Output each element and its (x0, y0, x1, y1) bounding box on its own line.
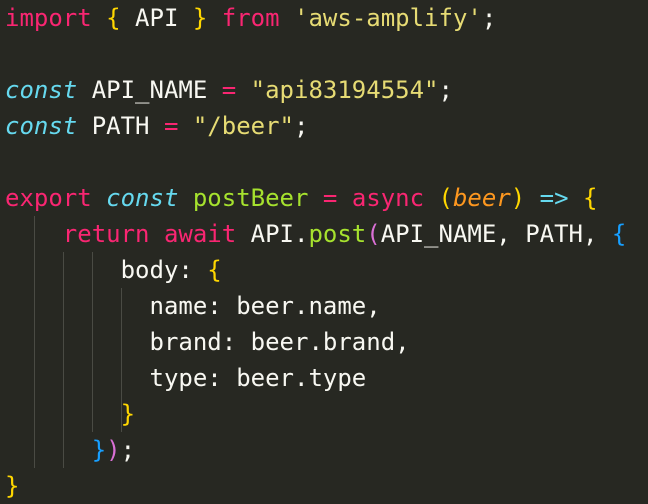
identifier: API. (250, 220, 309, 248)
paren: ) (106, 436, 121, 464)
operator: = (221, 76, 237, 104)
code-line-10: brand: beer.brand, (5, 324, 410, 360)
return-keyword: return (62, 220, 150, 248)
semicolon: ; (120, 436, 136, 464)
brace: } (120, 400, 136, 428)
arguments: API_NAME, PATH, (380, 220, 612, 248)
code-line-7: return await API.post(API_NAME, PATH, { (5, 216, 627, 252)
code-line-9: name: beer.name, (5, 288, 381, 324)
property-line: brand: beer.brand, (149, 328, 410, 356)
indent-guide (121, 288, 122, 396)
paren: ( (366, 220, 381, 248)
identifier: API (120, 4, 193, 32)
const-keyword: const (106, 184, 179, 212)
brace: { (106, 4, 121, 32)
indent-guide (34, 216, 35, 468)
paren: ( (438, 184, 453, 212)
from-keyword: from (221, 4, 280, 32)
property-key: body: (120, 256, 208, 284)
function-name: postBeer (192, 184, 309, 212)
async-keyword: async (351, 184, 425, 212)
code-line-13: }); (5, 432, 135, 468)
code-line-6: export const postBeer = async (beer) => … (5, 180, 597, 216)
code-line-8: body: { (5, 252, 222, 288)
property-line: name: beer.name, (149, 292, 381, 320)
brace: } (91, 436, 107, 464)
operator: = (322, 184, 338, 212)
identifier: API_NAME (77, 76, 222, 104)
parameter: beer (452, 184, 511, 212)
semicolon: ; (294, 112, 309, 140)
brace: { (611, 220, 627, 248)
code-line-3: const API_NAME = "api83194554"; (5, 72, 453, 108)
code-editor[interactable]: import { API } from 'aws-amplify'; const… (5, 0, 648, 504)
export-keyword: export (5, 184, 92, 212)
operator: = (163, 112, 179, 140)
code-line-14: } (5, 468, 19, 504)
identifier: PATH (77, 112, 164, 140)
property-line: type: beer.type (149, 364, 367, 392)
semicolon: ; (438, 76, 453, 104)
indent-guide (63, 252, 64, 468)
string-literal: "api83194554" (250, 76, 439, 104)
brace: { (583, 184, 598, 212)
semicolon: ; (481, 4, 497, 32)
await-keyword: await (163, 220, 237, 248)
code-line-11: type: beer.type (5, 360, 367, 396)
brace: } (5, 472, 20, 500)
brace: } (192, 4, 208, 32)
code-line-4: const PATH = "/beer"; (5, 108, 308, 144)
indent-guide (92, 252, 93, 432)
import-keyword: import (5, 4, 92, 32)
module-string: 'aws-amplify' (294, 4, 482, 32)
paren: ) (510, 184, 526, 212)
const-keyword: const (5, 112, 78, 140)
code-line-12: } (5, 396, 135, 432)
arrow-operator: => (539, 184, 569, 212)
code-line-1: import { API } from 'aws-amplify'; (5, 0, 496, 36)
string-literal: "/beer" (192, 112, 295, 140)
method-name: post (308, 220, 367, 248)
brace: { (207, 256, 222, 284)
const-keyword: const (5, 76, 78, 104)
